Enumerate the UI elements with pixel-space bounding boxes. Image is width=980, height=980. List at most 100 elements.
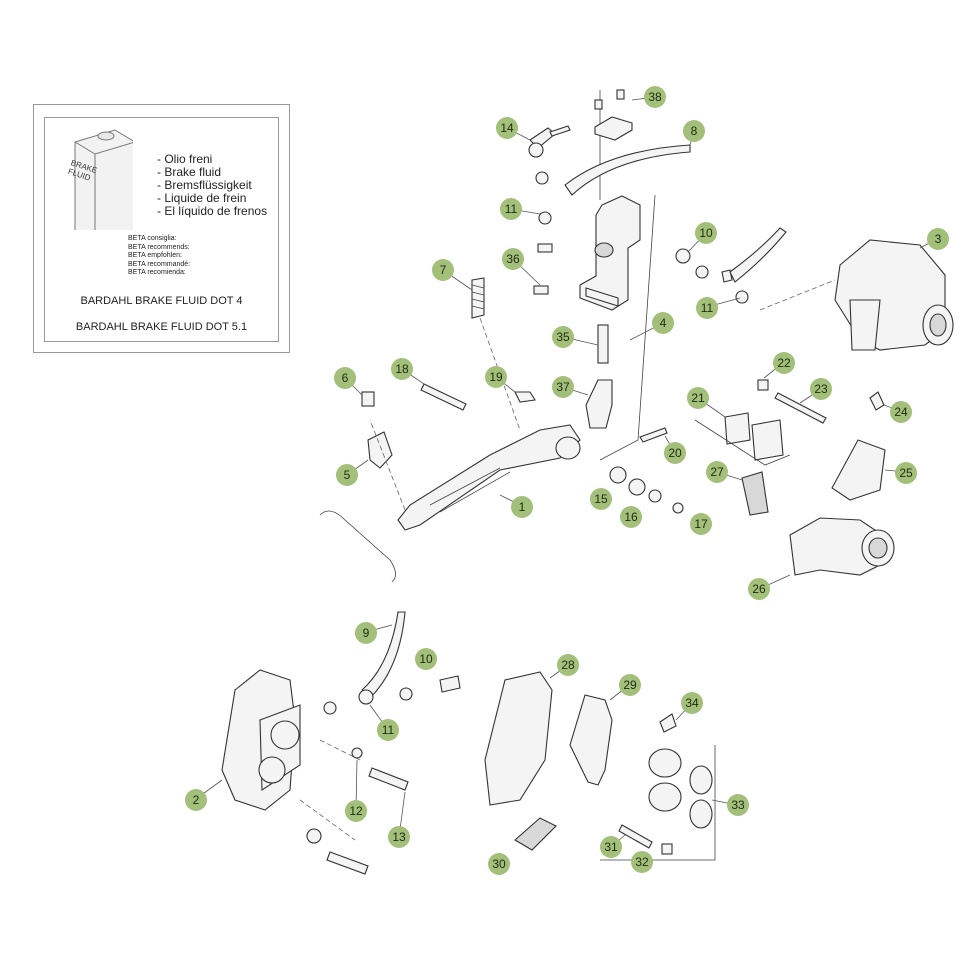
lang-it: - Olio freni — [157, 152, 213, 166]
part-1-brake-pedal — [369, 419, 581, 531]
part-12-washer-a — [351, 747, 363, 759]
part-15-bushing-b — [628, 478, 646, 496]
part-35-pushrod — [597, 324, 609, 364]
part-33-pistons — [648, 748, 713, 829]
part-14-banjo-bolt — [528, 125, 571, 158]
callout-11-top: 11 — [500, 198, 522, 220]
part-9-front-hose — [361, 611, 406, 699]
part-29-brake-pads — [569, 694, 613, 786]
callout-30: 30 — [488, 853, 510, 875]
part-10-bolt-right — [675, 227, 787, 304]
callout-28: 28 — [557, 654, 579, 676]
callout-29: 29 — [619, 674, 641, 696]
part-30-anti-rattle-spring — [514, 817, 557, 851]
callout-27: 27 — [706, 461, 728, 483]
callout-3: 3 — [927, 228, 949, 250]
part-8-brake-hose — [564, 144, 691, 196]
legend-inner-frame: BRAKE FLUID - Olio freni - Brake fluid -… — [44, 117, 279, 342]
part-13-bolt-b — [326, 851, 369, 875]
callout-22: 22 — [773, 352, 795, 374]
callout-35: 35 — [552, 326, 574, 348]
callout-34: 34 — [681, 692, 703, 714]
callout-11-front: 11 — [377, 719, 399, 741]
callout-15: 15 — [590, 488, 612, 510]
brake-fluid-bottle-icon — [74, 129, 133, 230]
part-19-clip — [514, 391, 536, 403]
part-11-washer-top — [535, 171, 549, 185]
part-9-banjo — [358, 689, 374, 705]
recommendation-list: BETA consiglia: BETA recommends: BETA em… — [128, 235, 190, 278]
part-26-caliper-carrier — [789, 517, 895, 576]
callout-16: 16 — [620, 506, 642, 528]
callout-18: 18 — [391, 358, 413, 380]
part-16-washer — [648, 489, 662, 503]
callout-38: 38 — [644, 86, 666, 108]
part-12-washer-b — [306, 828, 322, 844]
part-3-rear-caliper — [759, 239, 954, 351]
part-27-anti-rattle-spring — [741, 471, 769, 516]
callout-20: 20 — [664, 442, 686, 464]
callout-5: 5 — [336, 464, 358, 486]
part-4-master-cylinder — [579, 195, 641, 311]
callout-8: 8 — [683, 120, 705, 142]
fluid-dot4: BARDAHL BRAKE FLUID DOT 4 — [80, 295, 243, 307]
part-18-pivot-pin — [420, 383, 467, 411]
callout-17: 17 — [690, 513, 712, 535]
callout-25: 25 — [895, 462, 917, 484]
part-22-plug — [757, 379, 769, 391]
rec-it: BETA consiglia: — [128, 235, 177, 242]
callout-36: 36 — [502, 248, 524, 270]
part-24-bleeder — [869, 391, 885, 411]
part-15-bushing-a — [609, 466, 627, 484]
part-10-bolt-front — [439, 675, 461, 693]
callout-26: 26 — [748, 578, 770, 600]
callout-10-rear: 10 — [695, 222, 717, 244]
lang-fr: - Liquide de frein — [157, 191, 247, 205]
part-13-bolt-a — [368, 767, 409, 791]
part-23-pin — [774, 392, 827, 424]
rec-fr: BETA recommandé: — [128, 260, 191, 268]
part-34-bleeder — [659, 713, 677, 733]
part-21-pistons — [694, 412, 791, 466]
callout-33: 33 — [727, 794, 749, 816]
part-37-clevis — [585, 379, 613, 429]
callout-12: 12 — [345, 800, 367, 822]
brake-pedal-cable — [319, 510, 396, 583]
callout-2: 2 — [185, 789, 207, 811]
part-36-bolts — [533, 243, 553, 295]
rec-es: BETA recomienda: — [128, 269, 186, 276]
callout-24: 24 — [890, 401, 912, 423]
part-28-pad-spring — [484, 671, 553, 806]
rec-en: BETA recommends: — [128, 243, 190, 251]
lang-de: - Bremsflüssigkeit — [157, 178, 252, 192]
part-11-washer-front-a — [323, 701, 337, 715]
fluid-language-list: - Olio freni - Brake fluid - Bremsflüssi… — [157, 153, 267, 218]
callout-4: 4 — [652, 312, 674, 334]
callout-11-rear: 11 — [696, 297, 718, 319]
callout-31: 31 — [600, 836, 622, 858]
part-5-pedal-tip — [367, 431, 393, 469]
callout-21: 21 — [687, 387, 709, 409]
part-11-washer-front-b — [399, 687, 413, 701]
lang-en: - Brake fluid — [157, 165, 222, 179]
callout-9: 9 — [355, 622, 377, 644]
callout-1: 1 — [511, 496, 533, 518]
callout-14: 14 — [496, 117, 518, 139]
callout-7: 7 — [432, 259, 454, 281]
part-25-pad-bracket — [831, 439, 886, 501]
part-38-reservoir-cover — [594, 89, 633, 141]
part-6-screw — [361, 391, 375, 407]
callout-32: 32 — [631, 851, 653, 873]
part-32-plug — [661, 843, 673, 855]
callout-23: 23 — [810, 378, 832, 400]
part-11-washer-lower — [538, 211, 552, 225]
part-17-nut — [672, 502, 684, 514]
part-7-return-spring — [471, 277, 521, 431]
callout-10-front: 10 — [415, 648, 437, 670]
callout-6: 6 — [334, 367, 356, 389]
part-20-pin — [639, 427, 668, 443]
part-2-front-caliper — [221, 669, 361, 841]
callout-37: 37 — [552, 376, 574, 398]
